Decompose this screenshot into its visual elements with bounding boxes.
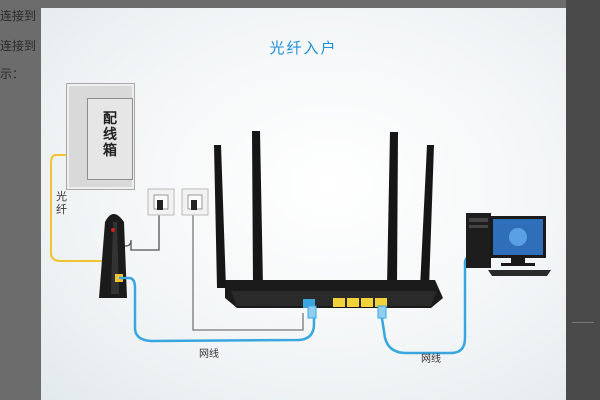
- background-right-strip: [566, 0, 600, 400]
- network-cable-label-2: 网线: [421, 354, 441, 365]
- fiber-cable: [50, 154, 106, 262]
- diagram-title: 光纤入户: [269, 39, 338, 57]
- phone-cable-1: [121, 213, 160, 251]
- fiber-home-diagram-panel: 光纤入户 配线箱 光纤: [41, 8, 566, 400]
- fiber-label: 光纤: [56, 190, 67, 216]
- wall-socket-icon-1: [147, 188, 175, 216]
- network-diagram-drawing: [50, 131, 551, 355]
- wall-socket-icon-2: [181, 188, 209, 216]
- distribution-box-door: 配线箱: [87, 98, 133, 180]
- background-text-line-3: 示：: [0, 67, 25, 81]
- distribution-box-label: 配线箱: [103, 111, 117, 159]
- desktop-computer-icon: [466, 213, 551, 276]
- background-right-mark: [572, 322, 594, 331]
- router-icon: [214, 131, 443, 319]
- optical-modem-icon: [99, 214, 127, 298]
- background-text-line-1: 连接到: [0, 9, 37, 23]
- distribution-box: 配线箱: [66, 83, 135, 190]
- background-text-line-2: 连接到: [0, 39, 37, 53]
- network-cable-1: [119, 276, 316, 343]
- phone-cable-2: [192, 208, 304, 331]
- network-cable-label-1: 网线: [199, 349, 219, 360]
